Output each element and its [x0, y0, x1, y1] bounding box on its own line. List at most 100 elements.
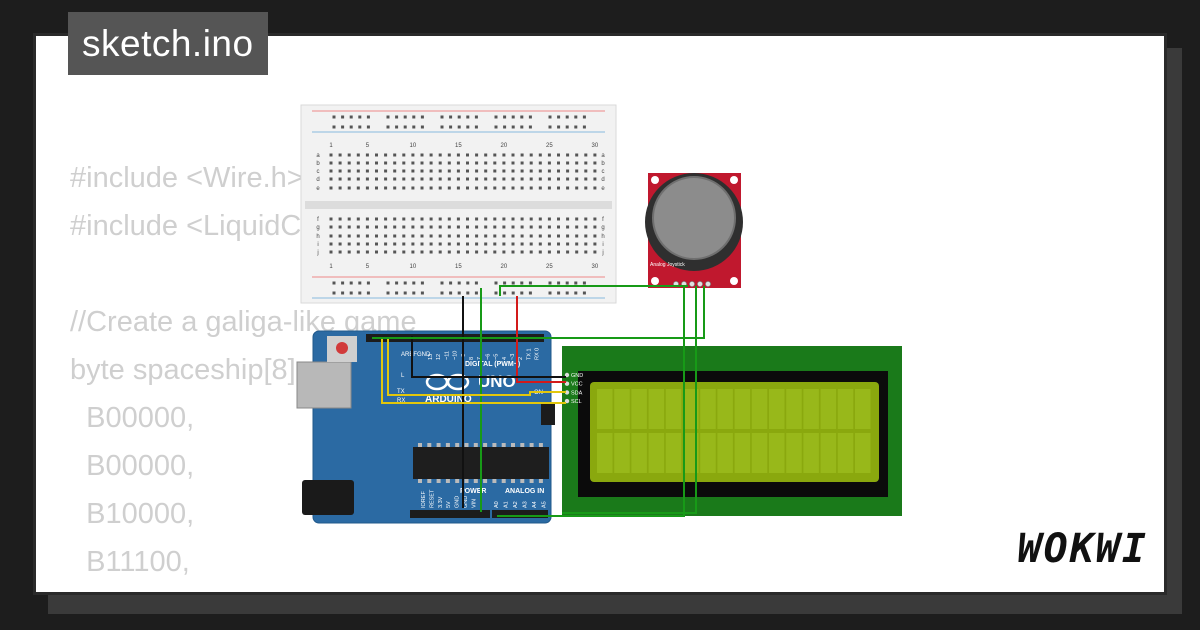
breadboard-hole [566, 177, 570, 181]
breadboard-hole [403, 125, 407, 129]
file-tab[interactable]: sketch.ino [68, 12, 268, 75]
breadboard-hole [557, 125, 561, 129]
breadboard-hole [493, 153, 497, 157]
breadboard-hole [456, 186, 460, 190]
breadboard-hole [538, 250, 542, 254]
lcd-character-cell [803, 389, 819, 429]
pin-label: ~3 [510, 354, 516, 360]
breadboard-hole [575, 225, 579, 229]
breadboard-hole [547, 225, 551, 229]
pin-label: GND [463, 496, 469, 508]
joystick-label: Analog Joystick [650, 262, 685, 268]
row-letter: j [601, 250, 603, 256]
breadboard-hole [584, 177, 588, 181]
lcd-pin-label: SCL [571, 399, 582, 405]
row-letter: f [602, 217, 604, 223]
breadboard-hole [338, 242, 342, 246]
breadboard-hole [502, 186, 506, 190]
reset-button[interactable] [336, 342, 348, 354]
lcd-character-cell [683, 433, 699, 473]
breadboard-hole [547, 217, 551, 221]
breadboard-hole [548, 281, 552, 285]
breadboard-hole [456, 153, 460, 157]
breadboard-hole [332, 291, 336, 295]
lcd-character-cell [734, 433, 751, 473]
breadboard-hole [529, 177, 533, 181]
breadboard-hole [520, 161, 524, 165]
pin-label: ~5 [494, 354, 500, 360]
breadboard-hole [440, 125, 444, 129]
breadboard-hole [393, 186, 397, 190]
breadboard-hole [566, 169, 570, 173]
breadboard-hole [338, 169, 342, 173]
breadboard-hole [365, 169, 369, 173]
breadboard-hole [429, 225, 433, 229]
pin-label: GND [455, 496, 461, 508]
breadboard-hole [402, 217, 406, 221]
breadboard-hole [456, 242, 460, 246]
lcd-character-cell [700, 389, 716, 429]
l-label: L [401, 373, 405, 379]
lcd-character-cell [614, 433, 630, 473]
joystick-knob[interactable] [652, 176, 736, 260]
breadboard-hole [447, 177, 451, 181]
breadboard-hole [520, 225, 524, 229]
breadboard-hole [447, 250, 451, 254]
column-number: 5 [366, 264, 370, 270]
column-number: 15 [455, 264, 462, 270]
breadboard-hole [538, 186, 542, 190]
breadboard-hole [566, 186, 570, 190]
column-number: 30 [592, 143, 599, 149]
breadboard-hole [429, 177, 433, 181]
pin-label: VIN [471, 499, 477, 508]
tx-label: TX [397, 389, 405, 395]
breadboard-hole [493, 177, 497, 181]
chip-pin [511, 443, 515, 447]
breadboard-hole [511, 161, 515, 165]
chip-pin [418, 443, 422, 447]
breadboard-hole [511, 115, 515, 119]
breadboard-hole [557, 242, 560, 246]
breadboard-hole [356, 217, 360, 221]
breadboard-hole [384, 225, 388, 229]
breadboard-hole [503, 125, 507, 129]
breadboard-hole [402, 250, 406, 254]
breadboard-hole [358, 281, 362, 285]
breadboard-hole [411, 225, 415, 229]
breadboard-hole [484, 217, 488, 221]
breadboard-hole [493, 225, 497, 229]
lcd-character-cell [665, 389, 682, 429]
breadboard-hole [393, 217, 397, 221]
breadboard-hole [529, 217, 533, 221]
breadboard-hole [332, 281, 336, 285]
breadboard-hole [538, 169, 542, 173]
breadboard-hole [375, 161, 378, 165]
breadboard-hole [349, 281, 353, 285]
breadboard-hole [584, 186, 588, 190]
row-letter: e [601, 186, 605, 192]
breadboard-hole [447, 161, 451, 165]
breadboard-hole [511, 217, 515, 221]
breadboard-hole [429, 161, 433, 165]
breadboard-hole [375, 234, 378, 238]
breadboard-trench [305, 201, 612, 209]
breadboard-hole [584, 225, 588, 229]
breadboard-hole [384, 161, 388, 165]
row-letter: j [316, 250, 318, 256]
breadboard-hole [493, 250, 497, 254]
gnd-label: GND [417, 352, 431, 358]
breadboard-hole [557, 281, 561, 285]
breadboard-hole [466, 177, 469, 181]
row-letter: d [601, 177, 604, 183]
breadboard-hole [338, 234, 342, 238]
wokwi-logo[interactable]: WOKWI [1017, 526, 1148, 572]
breadboard-hole [547, 161, 551, 165]
breadboard-hole [475, 169, 479, 173]
analog-joystick[interactable]: Analog Joystick [645, 173, 743, 288]
breadboard-hole [466, 161, 469, 165]
lcd-character-cell [769, 433, 785, 473]
breadboard-hole [411, 234, 415, 238]
